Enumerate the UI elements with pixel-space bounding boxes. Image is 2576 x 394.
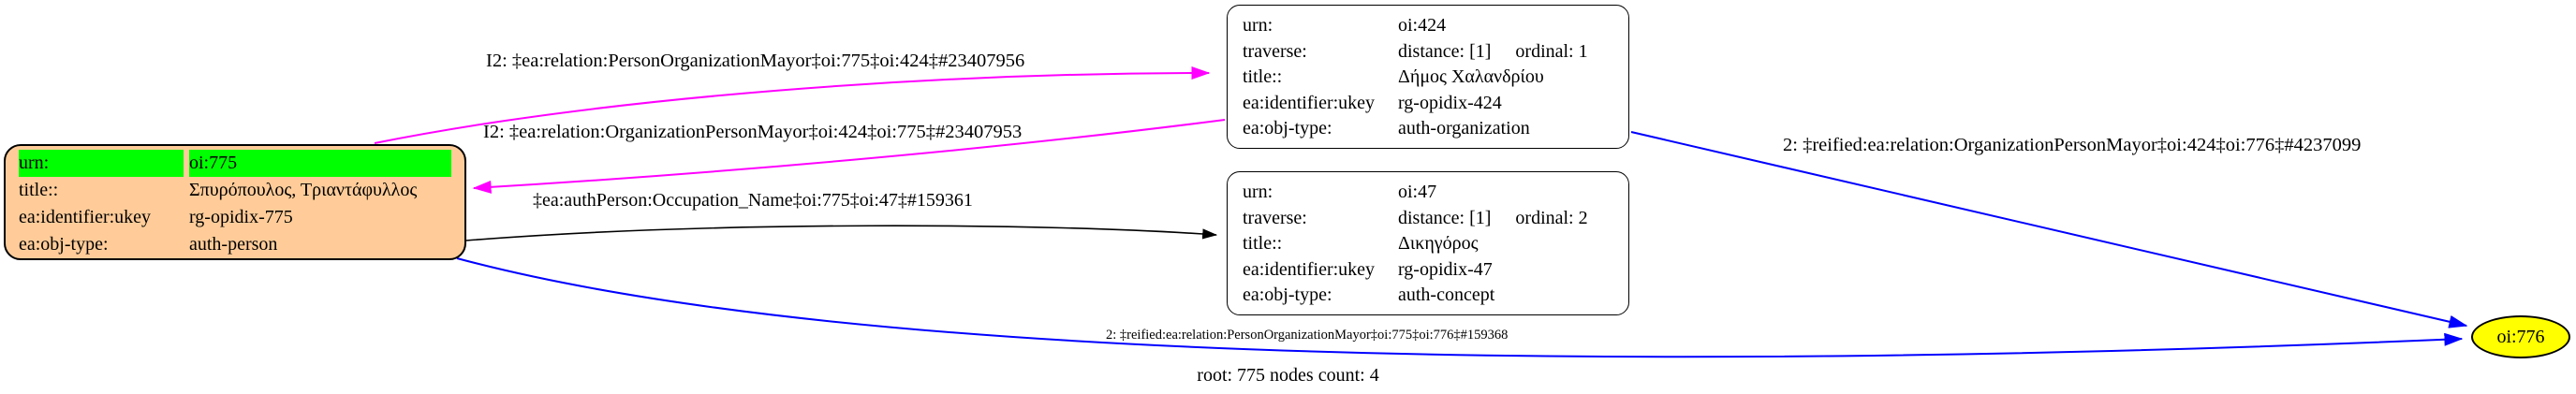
traverse-ordinal: ordinal: 1 bbox=[1515, 40, 1588, 62]
field-value: rg-opidix-47 bbox=[1398, 258, 1493, 280]
graph-caption: root: 775 nodes count: 4 bbox=[1197, 365, 1379, 386]
field-label: urn: bbox=[19, 150, 184, 177]
node-reified-776[interactable]: oi:776 bbox=[2471, 315, 2570, 358]
node-row-urn: urn: oi:47 bbox=[1243, 180, 1613, 206]
field-value: auth-person bbox=[189, 234, 278, 255]
node-person-775[interactable]: urn: oi:775 title:: Σπυρόπουλος, Τριαντά… bbox=[4, 144, 466, 260]
field-label: urn: bbox=[1243, 182, 1273, 202]
field-value: oi:775 bbox=[189, 150, 451, 177]
traverse-distance: distance: [1] bbox=[1398, 40, 1492, 62]
node-row-objtype: ea:obj-type: auth-person bbox=[19, 231, 451, 258]
node-row-objtype: ea:obj-type: auth-concept bbox=[1243, 283, 1613, 309]
edge-reified-organization-person-mayor bbox=[1630, 131, 2468, 328]
field-label: traverse: bbox=[1243, 40, 1307, 62]
node-row-traverse: traverse: distance: [1] ordinal: 2 bbox=[1243, 206, 1613, 232]
edge-label-organization-person-mayor: I2: ‡ea:relation:OrganizationPersonMayor… bbox=[483, 122, 1023, 142]
edge-label-reified-person-organization-mayor: 2: ‡reified:ea:relation:PersonOrganizati… bbox=[1106, 328, 1509, 343]
node-label: oi:776 bbox=[2496, 327, 2545, 347]
field-value: distance: [1] ordinal: 2 bbox=[1398, 206, 1613, 232]
field-value: distance: [1] ordinal: 1 bbox=[1398, 39, 1613, 66]
node-row-traverse: traverse: distance: [1] ordinal: 1 bbox=[1243, 39, 1613, 66]
field-label: urn: bbox=[1243, 15, 1273, 36]
edge-person-organization-mayor bbox=[374, 66, 1211, 144]
node-row-title: title:: Δικηγόρος bbox=[1243, 231, 1613, 257]
edge-label-occupation-name: ‡ea:authPerson:Occupation_Name‡oi:775‡oi… bbox=[533, 190, 973, 211]
field-label: title:: bbox=[1243, 66, 1283, 87]
field-value: oi:47 bbox=[1398, 182, 1437, 202]
field-label: title:: bbox=[19, 180, 59, 200]
field-label: ea:obj-type: bbox=[1243, 285, 1332, 305]
field-label: ea:obj-type: bbox=[1243, 118, 1332, 139]
edge-label-reified-organization-person-mayor: 2: ‡reified:ea:relation:OrganizationPers… bbox=[1783, 135, 2362, 155]
edge-organization-person-mayor bbox=[472, 119, 1226, 194]
node-row-title: title:: Σπυρόπουλος, Τριαντάφυλλος bbox=[19, 177, 451, 204]
node-concept-47[interactable]: urn: oi:47 traverse: distance: [1] ordin… bbox=[1227, 171, 1629, 315]
field-value: auth-concept bbox=[1398, 285, 1495, 305]
node-row-title: title:: Δήμος Χαλανδρίου bbox=[1243, 65, 1613, 91]
field-label: title:: bbox=[1243, 233, 1283, 254]
node-row-objtype: ea:obj-type: auth-organization bbox=[1243, 116, 1613, 142]
traverse-ordinal: ordinal: 2 bbox=[1515, 207, 1588, 228]
field-value: Σπυρόπουλος, Τριαντάφυλλος bbox=[189, 180, 418, 200]
node-organization-424[interactable]: urn: oi:424 traverse: distance: [1] ordi… bbox=[1227, 5, 1629, 149]
traverse-distance: distance: [1] bbox=[1398, 207, 1492, 228]
field-label: ea:identifier:ukey bbox=[19, 207, 152, 227]
field-label: ea:identifier:ukey bbox=[1243, 92, 1376, 113]
field-value: rg-opidix-424 bbox=[1398, 92, 1502, 113]
field-value: Δικηγόρος bbox=[1398, 233, 1479, 254]
edge-occupation-name bbox=[465, 225, 1218, 241]
edge-reified-person-organization-mayor bbox=[456, 257, 2464, 358]
edge-label-person-organization-mayor: I2: ‡ea:relation:PersonOrganizationMayor… bbox=[486, 51, 1025, 71]
field-value: rg-opidix-775 bbox=[189, 207, 293, 227]
field-label: ea:identifier:ukey bbox=[1243, 258, 1376, 280]
field-value: oi:424 bbox=[1398, 15, 1447, 36]
node-row-ukey: ea:identifier:ukey rg-opidix-424 bbox=[1243, 91, 1613, 117]
node-row-urn: urn: oi:775 bbox=[19, 150, 451, 177]
node-row-ukey: ea:identifier:ukey rg-opidix-47 bbox=[1243, 257, 1613, 284]
node-row-ukey: ea:identifier:ukey rg-opidix-775 bbox=[19, 204, 451, 231]
field-value: auth-organization bbox=[1398, 118, 1530, 139]
field-value: Δήμος Χαλανδρίου bbox=[1398, 66, 1544, 87]
node-row-urn: urn: oi:424 bbox=[1243, 13, 1613, 39]
field-label: ea:obj-type: bbox=[19, 234, 109, 255]
field-label: traverse: bbox=[1243, 207, 1307, 228]
